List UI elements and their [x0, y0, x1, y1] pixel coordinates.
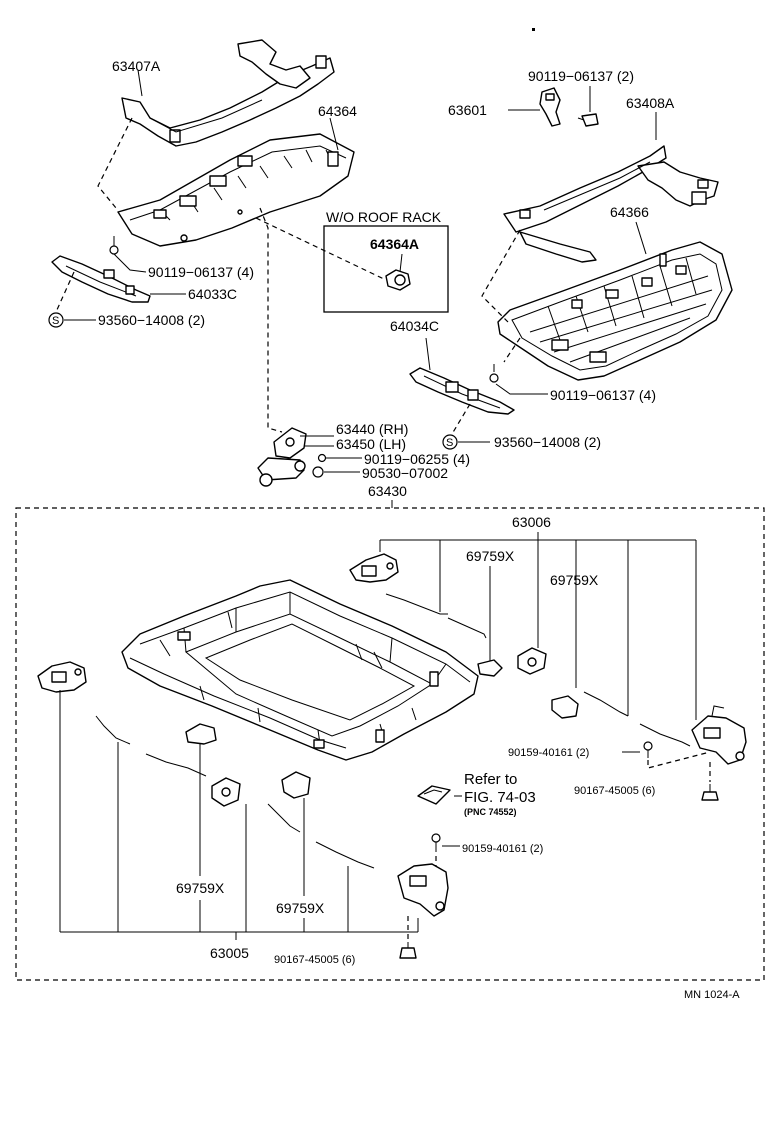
label-90119-06255: 90119−06255 (4): [364, 451, 470, 467]
label-90167-bottom: 90167-45005 (6): [274, 954, 355, 966]
rod-left-1: [95, 715, 131, 745]
part-63430-tray: [121, 579, 479, 761]
label-64033C: 64033C: [188, 286, 237, 302]
label-93560-right: 93560−14008 (2): [494, 434, 601, 450]
scan-dot: [532, 28, 535, 31]
part-63006-lock-upper: [349, 553, 399, 583]
part-63005-lock-left: [37, 661, 87, 693]
part-63005-bracket-mid: [211, 777, 241, 807]
label-69759X-a: 69759X: [466, 548, 515, 564]
label-63408A: 63408A: [626, 95, 675, 111]
part-64364A-clip: [385, 253, 411, 291]
rod-upper-4: [639, 723, 691, 747]
rod-left-3: [267, 803, 301, 833]
part-63408A-bracket: [503, 145, 719, 263]
label-63440: 63440 (RH): [336, 421, 408, 437]
s-symbol-left: S: [52, 315, 59, 327]
part-69759X-clip-b: [551, 695, 579, 719]
label-69759X-c: 69759X: [176, 880, 225, 896]
label-pnc-ref: (PNC 74552): [464, 807, 517, 817]
rod-upper-2: [447, 617, 487, 639]
screw-90119-06137-right: [489, 364, 548, 395]
label-63601: 63601: [448, 102, 487, 118]
label-64366: 64366: [610, 204, 649, 220]
catalog-code: MN 1024-A: [684, 989, 740, 1001]
label-93560-left: 93560−14008 (2): [98, 312, 205, 328]
label-63006: 63006: [512, 514, 551, 530]
rod-left-4: [315, 841, 375, 869]
assembly-63430-box: [15, 507, 765, 981]
part-64364-cover: [117, 133, 355, 247]
label-90159-right: 90159-40161 (2): [508, 747, 589, 759]
screw-90159-right: [622, 741, 653, 758]
screw-90119-06137-top: [577, 113, 599, 127]
part-63006-bracket-mid: [517, 647, 547, 675]
label-90530-07002: 90530−07002: [362, 465, 448, 481]
wo-roof-rack-box: [323, 225, 449, 313]
label-64364: 64364: [318, 103, 357, 119]
label-wo-roof-rack: W/O ROOF RACK: [326, 209, 442, 225]
part-69759X-clip-d: [281, 771, 311, 799]
part-64366-cover: [497, 241, 733, 381]
label-69759X-d: 69759X: [276, 900, 325, 916]
clip-s-icon-right: [442, 434, 458, 450]
part-69759X-clip-c: [185, 723, 217, 745]
label-63407A: 63407A: [112, 58, 161, 74]
label-63430: 63430: [368, 483, 407, 499]
label-90119-06137-top: 90119−06137 (2): [528, 68, 634, 84]
label-90159-bottom: 90159-40161 (2): [462, 843, 543, 855]
part-64034C-trim: [409, 367, 515, 415]
part-63006-lock-right: [691, 705, 747, 765]
screw-90119-06137-left: [109, 236, 147, 273]
clip-90167-right: [701, 762, 719, 801]
nut-90530-07002: [312, 466, 360, 478]
label-refer-to: Refer to: [464, 771, 517, 788]
screw-90159-bottom: [431, 833, 460, 852]
label-90119-06137-left: 90119−06137 (4): [148, 264, 254, 280]
part-64033C-trim: [51, 255, 151, 303]
part-63407A-bracket: [121, 39, 335, 147]
part-69759X-clip-a: [477, 659, 503, 677]
part-63440-63450-hinge: [257, 427, 307, 487]
part-63601-bracket: [539, 87, 561, 127]
screw-90119-06255: [317, 453, 362, 463]
label-64364A: 64364A: [370, 236, 419, 252]
part-63005-lock-bottom: [397, 863, 449, 917]
label-69759X-b: 69759X: [550, 572, 599, 588]
label-90167-right: 90167-45005 (6): [574, 785, 655, 797]
clip-s-icon-left: [48, 312, 64, 328]
part-refer-pad: [417, 785, 451, 805]
label-64034C: 64034C: [390, 318, 439, 334]
label-90119-06137-right: 90119−06137 (4): [550, 387, 656, 403]
clip-90167-bottom: [399, 916, 417, 959]
label-63450: 63450 (LH): [336, 436, 406, 452]
rod-upper-3: [583, 691, 629, 717]
rod-upper-1: [385, 593, 448, 615]
label-fig-ref: FIG. 74-03: [464, 789, 536, 806]
rod-left-2: [145, 753, 207, 777]
s-symbol-right: S: [446, 437, 453, 449]
label-63005: 63005: [210, 945, 249, 961]
